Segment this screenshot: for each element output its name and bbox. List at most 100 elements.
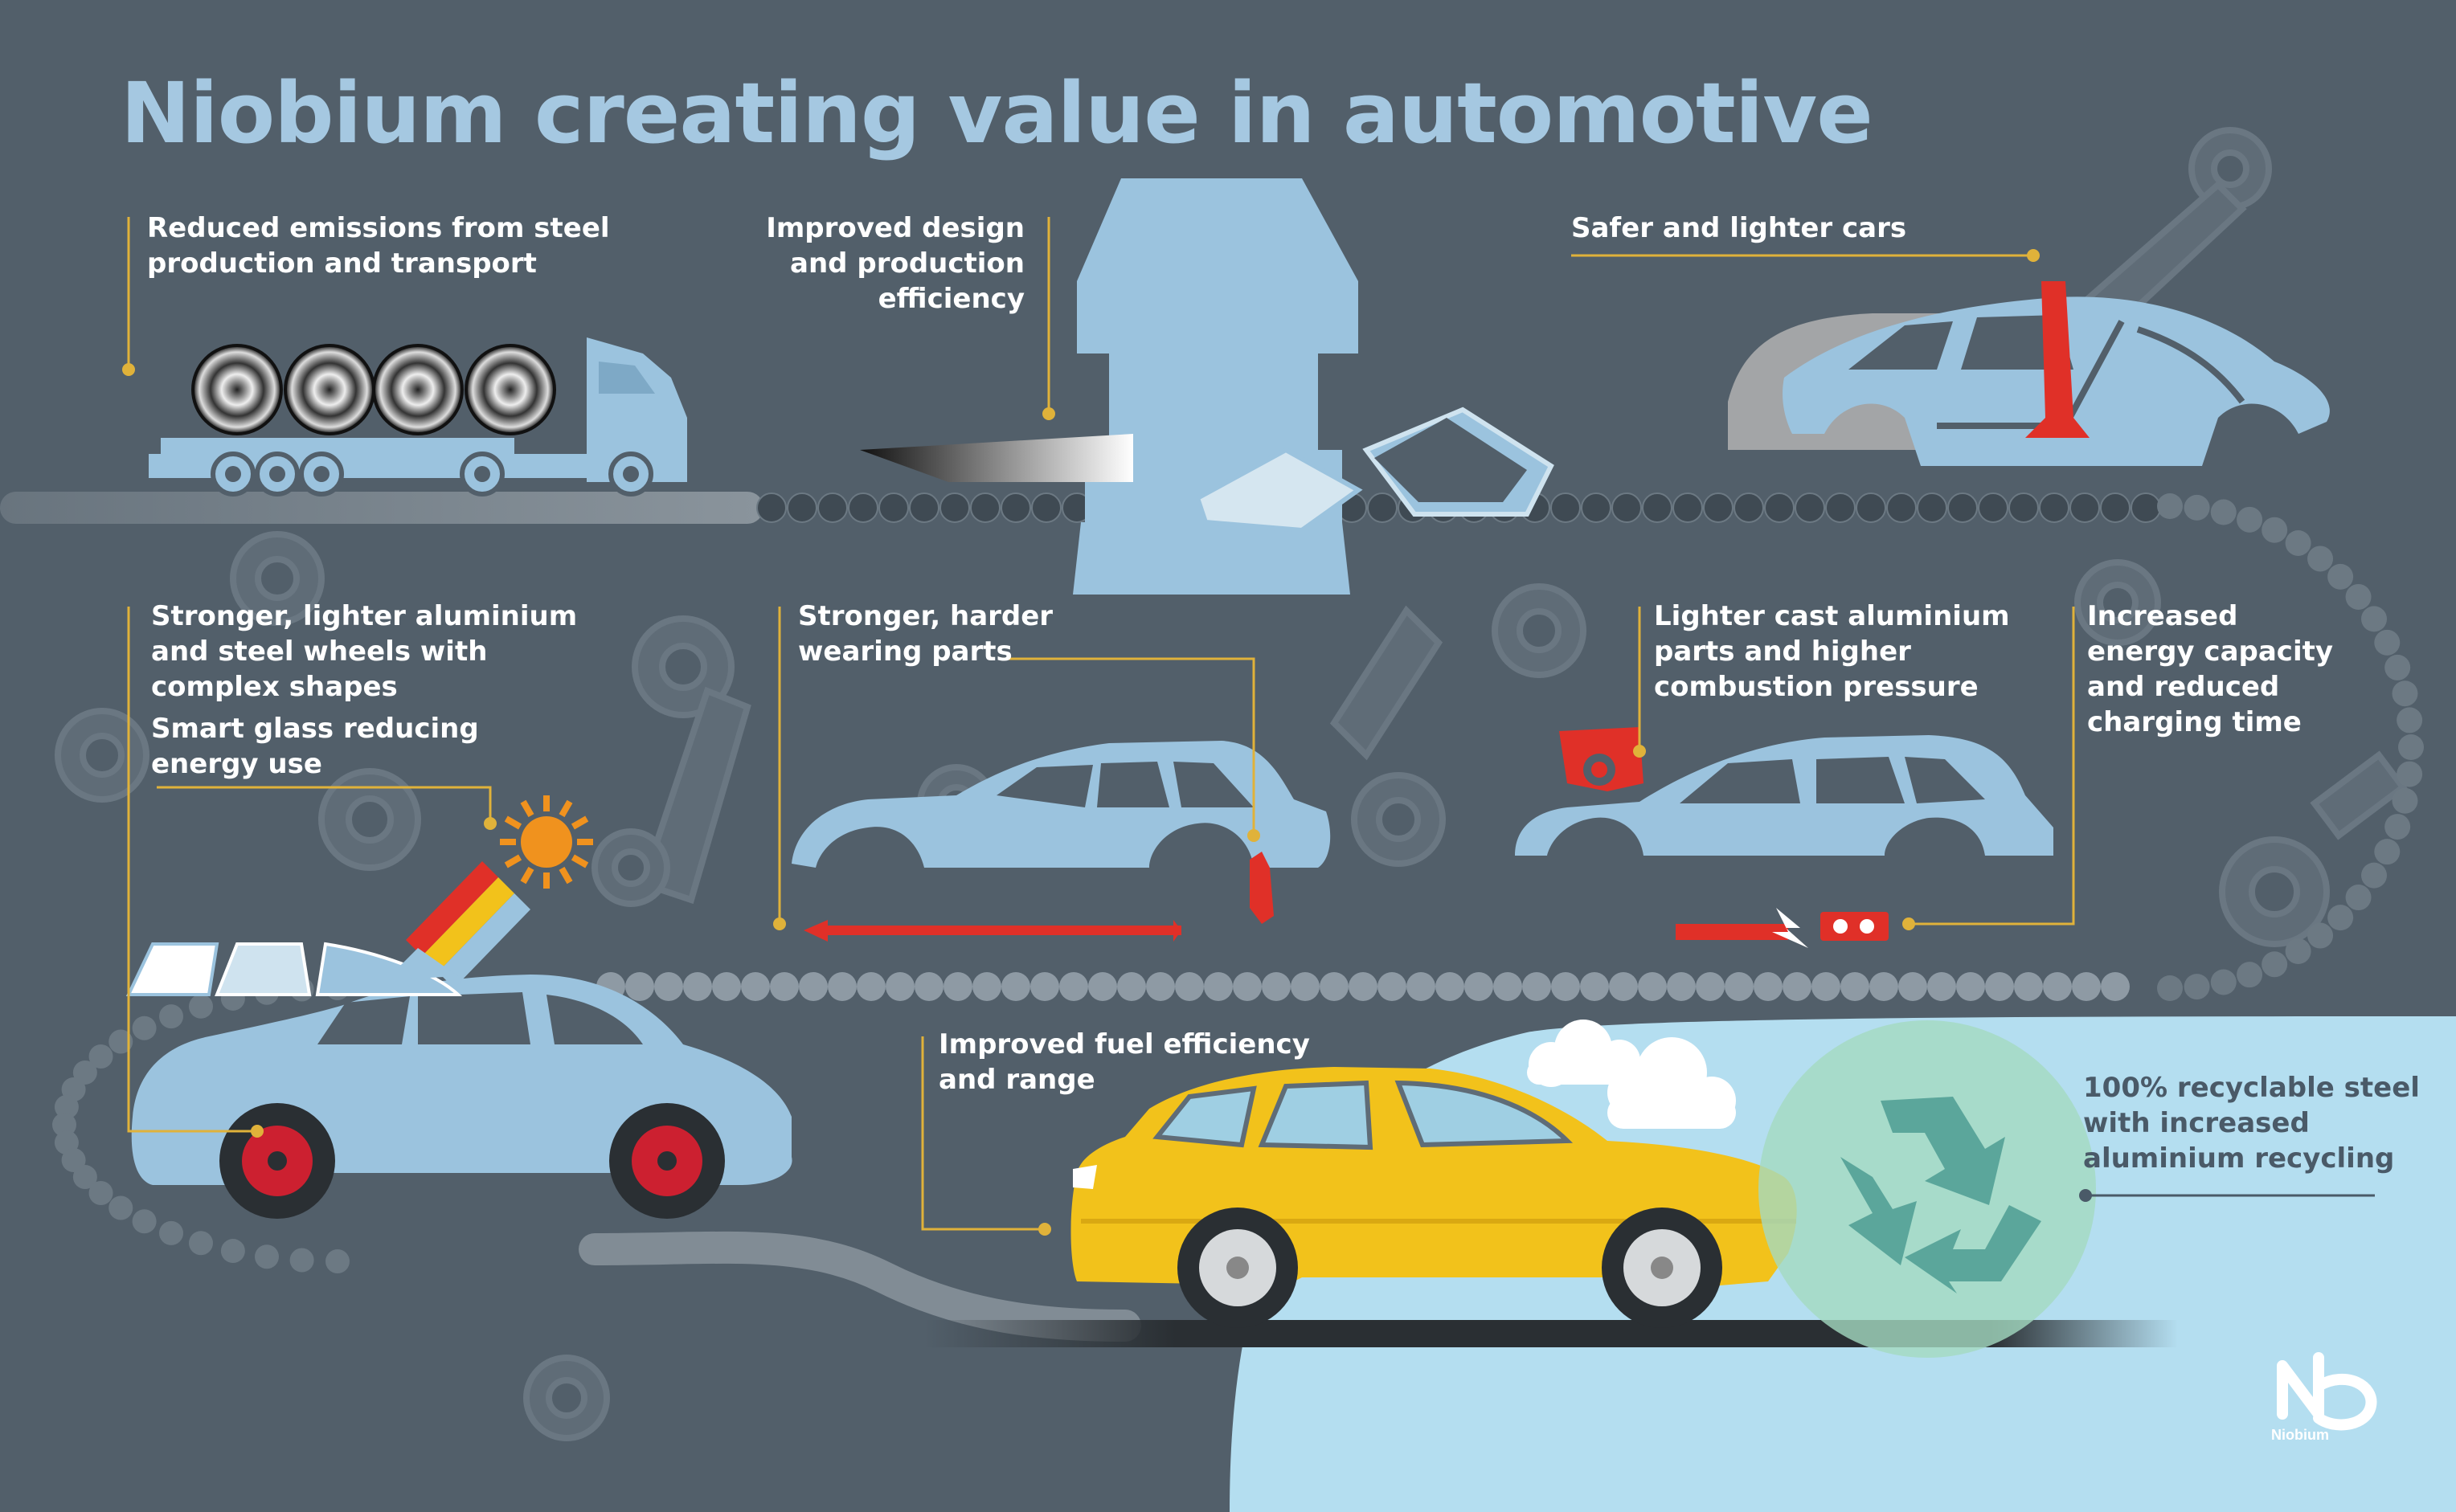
chain-link (2043, 972, 2072, 1001)
steel-coil-icon (191, 344, 556, 435)
chain-link (1291, 972, 1320, 1001)
chain-link (1947, 492, 1978, 523)
chain-link (2345, 583, 2372, 610)
chain-link (2157, 493, 2183, 519)
chain-link (2262, 517, 2288, 543)
chain-link (1642, 492, 1672, 523)
chain-link (1985, 972, 2014, 1001)
chain-link (944, 972, 972, 1001)
glass-panels (125, 942, 463, 996)
chain-link (54, 1094, 79, 1119)
chain-link (132, 1209, 157, 1234)
chain-link (2210, 499, 2237, 525)
chain-link (2184, 494, 2210, 521)
chain-link (1204, 972, 1233, 1001)
chain-link (1580, 972, 1609, 1001)
battery-icon (1676, 908, 1889, 948)
leader-dots (122, 249, 2040, 1236)
chain-link (1088, 972, 1117, 1001)
chain-link (2237, 962, 2263, 988)
chain-link (770, 972, 799, 1001)
chain-link (2285, 938, 2311, 965)
chain-link (1609, 972, 1638, 1001)
chain-link (1581, 492, 1611, 523)
chain-link (159, 1220, 184, 1245)
chain-link (2392, 680, 2418, 707)
chain-link (2014, 972, 2043, 1001)
niobium-logo (2277, 1352, 2377, 1431)
chain-link (1811, 972, 1840, 1001)
chain-link (2397, 707, 2423, 734)
chain-link (1031, 492, 1062, 523)
chain-link (1001, 492, 1031, 523)
chain-link (1638, 972, 1667, 1001)
chain-link (289, 1248, 314, 1273)
chain-link (1030, 972, 1059, 1001)
chain-link (159, 1004, 184, 1029)
chain-link (1917, 492, 1947, 523)
chain-link (2398, 734, 2424, 760)
chain-link (2072, 972, 2101, 1001)
chain-link (1377, 972, 1406, 1001)
chain-link (2397, 761, 2423, 787)
sun-ray (504, 854, 522, 868)
leader-lines (127, 217, 2075, 1231)
sun-ray (559, 866, 573, 885)
sun-ray (571, 854, 589, 868)
chain-link (1349, 972, 1377, 1001)
chain-link (972, 972, 1001, 1001)
chain-link (1734, 492, 1764, 523)
chain-link (878, 492, 909, 523)
chain-link (2184, 974, 2210, 1000)
page-title: Niobium creating value in automotive (121, 64, 1873, 162)
chain-link (88, 1181, 113, 1205)
chain-link (787, 492, 817, 523)
chain-link (2307, 922, 2334, 949)
chain-link (2101, 972, 2130, 1001)
chain-link (2039, 492, 2069, 523)
chain-link (2210, 969, 2237, 995)
press-icon (860, 178, 1554, 595)
chain-link (654, 972, 683, 1001)
chain-link (1464, 972, 1493, 1001)
chain-link (72, 1060, 97, 1085)
chain-link (817, 492, 848, 523)
recycle-icon (1758, 1020, 2096, 1358)
chain-link (2069, 492, 2100, 523)
chain-link (2131, 492, 2161, 523)
chain-link (848, 492, 878, 523)
chain-link (108, 1195, 133, 1220)
chain-link (712, 972, 741, 1001)
chain-link (108, 1029, 133, 1054)
sun-ray (520, 799, 534, 818)
sun-icon (500, 795, 593, 889)
car-body-middle (792, 741, 1331, 942)
chain-link (1175, 972, 1204, 1001)
chain-link (1367, 492, 1398, 523)
chain-link (683, 972, 712, 1001)
chain-link (756, 492, 787, 523)
chain-link (1825, 492, 1856, 523)
chain-link (2345, 885, 2372, 911)
chain-link (1886, 492, 1917, 523)
car-body-right (1515, 727, 2053, 948)
chain-link (2307, 546, 2334, 572)
chain-link (1898, 972, 1927, 1001)
sun-ray (520, 866, 534, 885)
sun-ray (504, 815, 522, 830)
chain-link (1320, 972, 1349, 1001)
chain-link (970, 492, 1001, 523)
chain-link (1856, 492, 1886, 523)
chain-link (255, 1244, 280, 1269)
chain-link (1795, 492, 1825, 523)
chain-link (1783, 972, 1811, 1001)
chain-link (1754, 972, 1783, 1001)
